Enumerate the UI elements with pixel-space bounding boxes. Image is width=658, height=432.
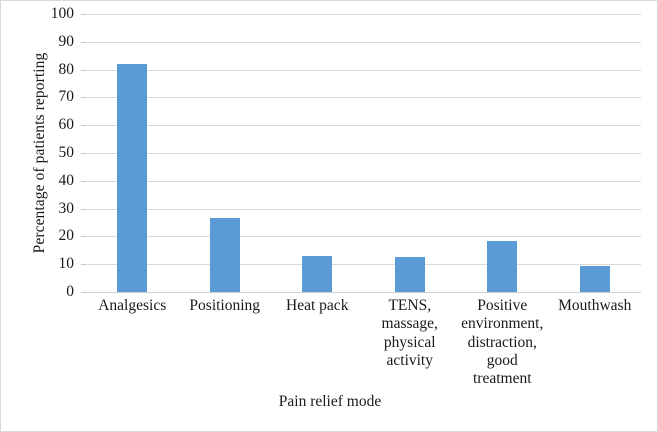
- y-tick-label: 50: [58, 144, 75, 161]
- y-tick-label: 10: [58, 255, 75, 273]
- bar[interactable]: [487, 240, 518, 292]
- y-tick-label: 90: [58, 32, 75, 50]
- gridline: [86, 236, 641, 238]
- bar-series: [86, 14, 641, 292]
- x-tick-label-line: Positive: [477, 297, 528, 314]
- gridline: [86, 69, 641, 71]
- x-tick-label: Mouthwash: [549, 297, 642, 315]
- y-tick-mark: [81, 14, 86, 15]
- y-tick-mark: [81, 153, 86, 154]
- bar[interactable]: [394, 257, 425, 292]
- bar-slot: [456, 14, 549, 292]
- y-tick-mark: [81, 236, 86, 238]
- x-tick-label-line: physical: [383, 333, 436, 351]
- x-tick-label-line: Analgesics: [98, 297, 167, 314]
- bar-slot: [271, 14, 364, 292]
- gridline: [86, 14, 641, 15]
- x-tick-label-line: environment,: [461, 315, 544, 333]
- y-tick-label: 70: [58, 88, 75, 106]
- x-tick-label-line: treatment: [472, 370, 532, 388]
- y-tick-mark: [81, 292, 86, 293]
- y-tick-mark: [81, 180, 86, 182]
- y-tick-label: 100: [50, 5, 74, 22]
- gridline: [86, 97, 641, 99]
- y-tick-label: 40: [58, 171, 75, 189]
- x-tick-label-line: Mouthwash: [558, 297, 632, 314]
- x-tick-label-line: Heat pack: [286, 297, 349, 314]
- x-tick-label: Heat pack: [271, 297, 364, 315]
- bar[interactable]: [117, 64, 148, 292]
- plot-area: [86, 14, 641, 293]
- bar[interactable]: [579, 265, 610, 292]
- y-tick-mark: [81, 264, 86, 266]
- x-tick-label-line: massage,: [381, 315, 438, 333]
- y-tick-mark: [81, 125, 86, 127]
- gridline: [86, 264, 641, 266]
- y-tick-label: 80: [58, 60, 75, 78]
- x-tick-label: Positioning: [179, 297, 272, 315]
- gridline: [86, 41, 641, 43]
- y-tick-mark: [81, 69, 86, 71]
- bar-slot: [364, 14, 457, 292]
- x-axis-tick-labels: Analgesics Positioning Heat pack TENS,massa…: [86, 297, 641, 389]
- x-axis-title: Pain relief mode: [278, 393, 382, 410]
- x-tick-label-line: distraction,: [467, 333, 537, 351]
- y-tick-label: 20: [58, 227, 75, 245]
- bar[interactable]: [302, 255, 333, 292]
- gridline: [86, 153, 641, 154]
- x-tick-label-line: activity: [386, 351, 434, 369]
- y-tick-mark: [81, 97, 86, 99]
- gridline: [86, 208, 641, 210]
- x-tick-label-line: TENS,: [388, 297, 432, 314]
- y-tick-label: 60: [58, 116, 75, 134]
- gridline: [86, 125, 641, 127]
- y-tick-label: 0: [66, 283, 74, 300]
- x-tick-label-line: good: [486, 351, 518, 369]
- x-tick-label: Analgesics: [86, 297, 179, 315]
- bar-slot: [549, 14, 642, 292]
- x-tick-label-line: Positioning: [189, 297, 261, 314]
- bar[interactable]: [209, 218, 240, 292]
- y-tick-mark: [81, 208, 86, 210]
- gridline: [86, 180, 641, 182]
- bar-slot: [179, 14, 272, 292]
- y-tick-mark: [81, 41, 86, 43]
- gridline: [86, 292, 641, 293]
- bar-slot: [86, 14, 179, 292]
- y-tick-label: 30: [58, 199, 75, 217]
